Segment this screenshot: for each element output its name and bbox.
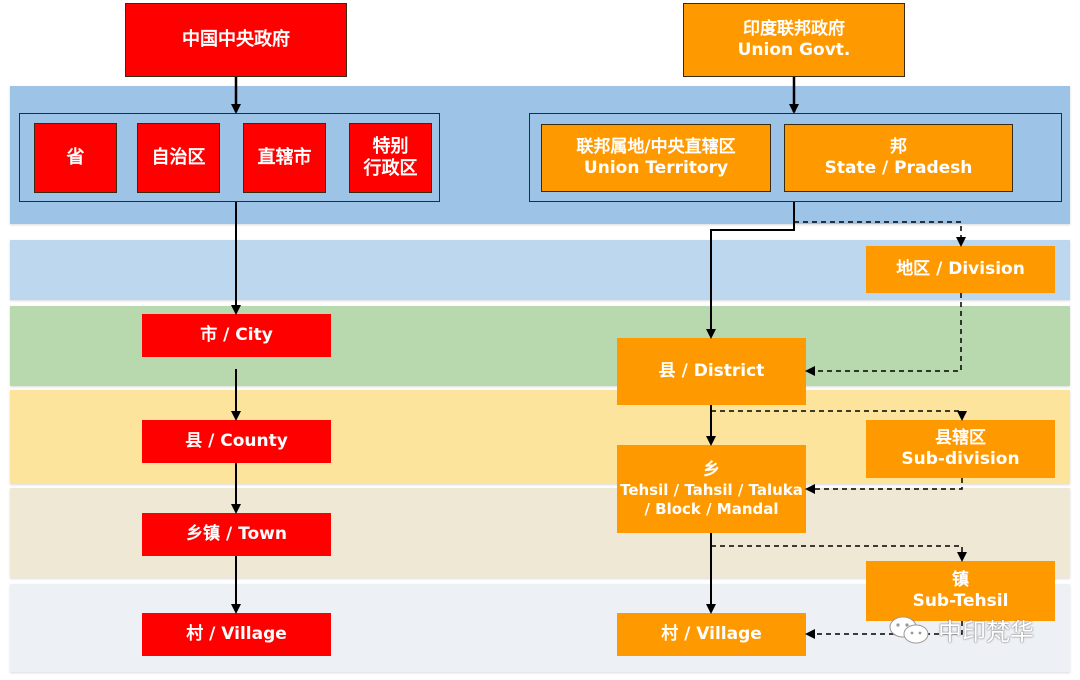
- watermark-text: 中印梵华: [938, 618, 1034, 646]
- town-label: 乡镇 / Town: [186, 523, 287, 544]
- india-village: 村 / Village: [617, 613, 806, 656]
- china-town: 乡镇 / Town: [142, 513, 331, 556]
- china-autonomous-region: 自治区: [137, 123, 220, 193]
- india-union-territory: 联邦属地/中央直辖区 Union Territory: [541, 124, 771, 192]
- city-label: 市 / City: [200, 324, 273, 345]
- china-central-government-label: 中国中央政府: [182, 28, 290, 50]
- tehsil-label-en-line1: Tehsil / Tahsil / Taluka: [620, 480, 803, 499]
- china-village: 村 / Village: [142, 613, 331, 656]
- sub-tehsil-label-zh: 镇: [952, 569, 969, 590]
- county-label: 县 / County: [185, 430, 288, 451]
- china-city: 市 / City: [142, 314, 331, 357]
- autonomous-region-label: 自治区: [151, 146, 206, 168]
- tehsil-label-zh: 乡: [703, 459, 720, 480]
- india-district: 县 / District: [617, 338, 806, 405]
- china-province: 省: [34, 123, 117, 193]
- union-govt-label-en: Union Govt.: [737, 40, 851, 60]
- tehsil-label-en-line2: / Block / Mandal: [644, 499, 779, 518]
- china-county: 县 / County: [142, 420, 331, 463]
- union-govt-label-zh: 印度联邦政府: [743, 18, 845, 39]
- sar-label-line1: 特别: [372, 135, 409, 157]
- china-provincial-group: [19, 113, 440, 202]
- union-territory-label-zh: 联邦属地/中央直辖区: [576, 136, 736, 157]
- sub-tehsil-label-en: Sub-Tehsil: [912, 591, 1009, 611]
- india-village-label: 村 / Village: [661, 623, 762, 644]
- wechat-icon: [889, 616, 929, 643]
- india-union-government: 印度联邦政府 Union Govt.: [683, 3, 905, 77]
- subdivision-label-zh: 县辖区: [935, 427, 986, 448]
- india-subdivision: 县辖区 Sub-division: [866, 420, 1055, 478]
- state-label-zh: 邦: [890, 136, 907, 157]
- subdivision-label-en: Sub-division: [901, 449, 1020, 469]
- watermark: 中印梵华: [888, 612, 1034, 647]
- district-label: 县 / District: [658, 360, 765, 381]
- china-central-government: 中国中央政府: [125, 3, 347, 77]
- india-tehsil: 乡 Tehsil / Tahsil / Taluka / Block / Man…: [617, 445, 806, 533]
- state-label-en: State / Pradesh: [824, 158, 973, 178]
- india-division: 地区 / Division: [866, 246, 1055, 293]
- municipality-label: 直辖市: [257, 146, 312, 168]
- india-state: 邦 State / Pradesh: [784, 124, 1013, 192]
- china-village-label: 村 / Village: [186, 623, 287, 644]
- china-special-administrative-region: 特别 行政区: [349, 123, 432, 193]
- sar-label-line2: 行政区: [363, 158, 418, 179]
- union-territory-label-en: Union Territory: [583, 158, 729, 178]
- china-municipality: 直辖市: [243, 123, 326, 193]
- division-label: 地区 / Division: [896, 258, 1025, 279]
- province-label: 省: [66, 146, 85, 168]
- india-sub-tehsil: 镇 Sub-Tehsil: [866, 561, 1055, 621]
